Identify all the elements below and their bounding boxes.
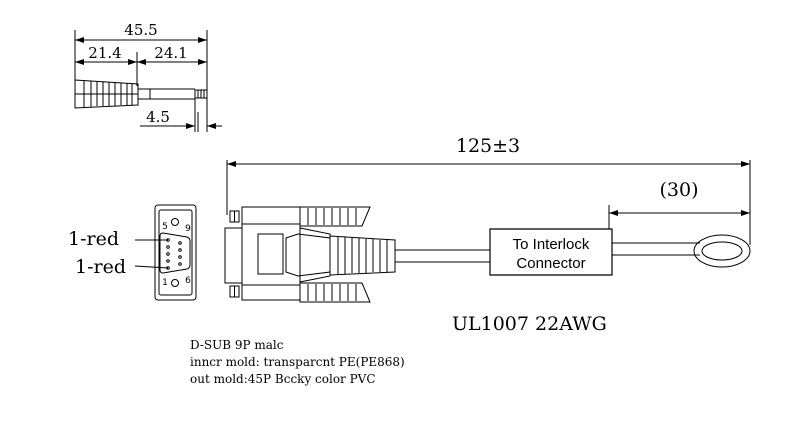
interlock-connector-box xyxy=(490,229,612,275)
interlock-label-line1: To Interlock xyxy=(513,236,590,253)
cable-run xyxy=(395,235,750,267)
pin-label-6: 6 xyxy=(185,276,191,286)
note-line-1: D-SUB 9P malc xyxy=(190,338,284,352)
dim-tip-length: 4.5 xyxy=(146,108,170,126)
dim-cable-length: 125±3 xyxy=(456,135,520,157)
main-dimension-lines xyxy=(227,160,750,245)
pin-label-5: 5 xyxy=(162,222,168,232)
dim-left-segment: 21.4 xyxy=(88,44,121,62)
dim-loop-length: (30) xyxy=(659,179,698,201)
dsub-front-view xyxy=(135,205,196,300)
note-line-2: inncr mold: transparcnt PE(PE868) xyxy=(190,355,405,369)
note-line-3: out mold:45P Bccky color PVC xyxy=(190,372,376,386)
dim-right-segment: 24.1 xyxy=(154,44,187,62)
dim-overall-small: 45.5 xyxy=(124,21,157,39)
connector-side-view xyxy=(225,207,395,302)
interlock-label-line2: Connector xyxy=(516,255,585,272)
pin-label-1: 1 xyxy=(162,278,168,288)
cable-spec: UL1007 22AWG xyxy=(452,313,607,335)
wire-label-2: 1-red xyxy=(75,256,126,278)
stripped-wire-detail xyxy=(75,30,222,132)
wire-label-1: 1-red xyxy=(68,228,119,250)
pin-label-9: 9 xyxy=(185,224,191,234)
